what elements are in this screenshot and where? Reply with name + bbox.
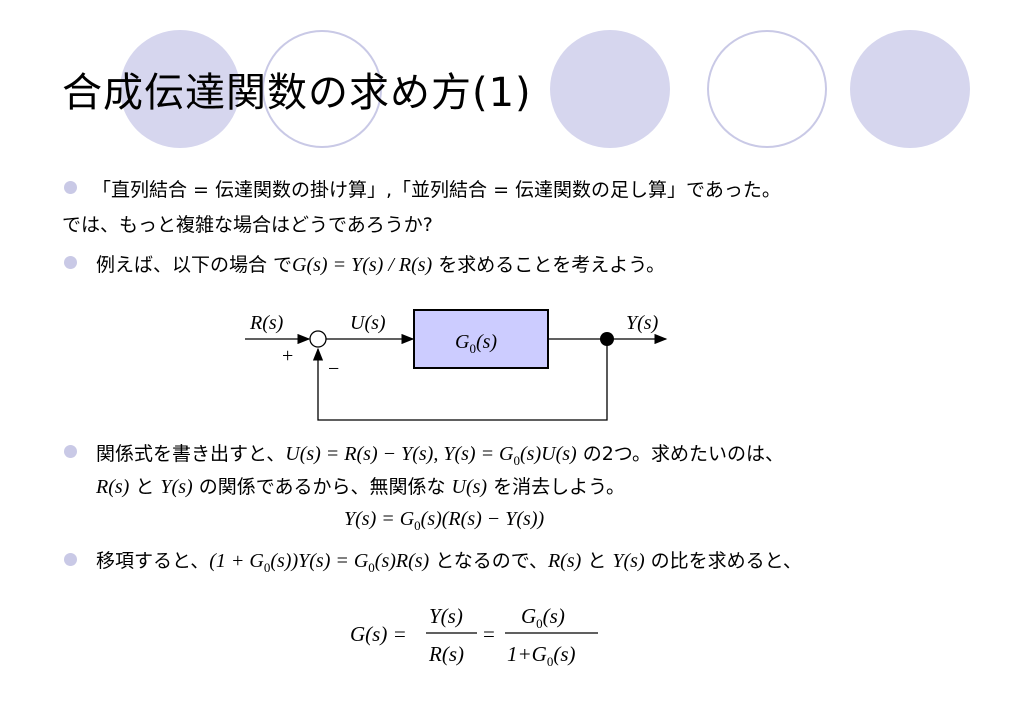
b3-l2-t2: の関係であるから、無関係な: [192, 476, 452, 498]
b4-m2: R(s): [547, 550, 582, 572]
input-label: R(s): [249, 312, 284, 334]
block-label-tail: (s): [476, 331, 497, 353]
slide-title: 合成伝達関数の求め方(1): [62, 70, 532, 116]
bullet-dot-1: [64, 181, 77, 194]
b4-t1: となるので、: [429, 550, 548, 572]
decor-circle-1: [120, 30, 240, 148]
b4-m1sub2: 0: [368, 559, 375, 575]
b4-m3: Y(s): [612, 550, 645, 572]
feedback-path: [312, 339, 608, 421]
b3-math1-sub: 0: [513, 452, 521, 468]
bullet-dot-2: [64, 256, 77, 269]
b3-math1-tail: (s)U(s): [520, 443, 577, 465]
b4-t2: と: [581, 550, 613, 572]
block-label-main: G: [455, 331, 470, 353]
decor-circle-5: [850, 30, 970, 148]
plus-sign: +: [282, 345, 293, 367]
b3-l2-m2: Y(s): [160, 476, 193, 498]
bullet-text-1: 「直列結合 = 伝達関数の掛け算」,「並列結合 = 伝達関数の足し算」であった。: [92, 179, 781, 201]
b3-l2-t1: と: [129, 476, 161, 498]
b4-m1c: (s)R(s): [374, 550, 430, 572]
b3-l2-t3: を消去しよう。: [487, 476, 625, 498]
decor-circle-3: [550, 30, 670, 148]
bullet-text-3: 関係式を書き出すと、U(s) = R(s) − Y(s), Y(s) = G0(…: [96, 439, 784, 469]
eq1-sub: 0: [414, 518, 421, 533]
summing-junction: [309, 330, 327, 348]
bullet-text-2: 例えば、以下の場合 でG(s) = Y(s) / R(s) を求めることを考えよ…: [96, 250, 665, 277]
signal-label: U(s): [350, 312, 386, 334]
decor-circle-4: [707, 30, 827, 148]
b3-mid: の2つ。求めたいのは、: [576, 443, 785, 465]
b4-prefix: 移項すると、: [96, 550, 210, 572]
b3-prefix: 関係式を書き出すと、: [96, 443, 286, 465]
transfer-block: [413, 309, 549, 369]
decor-circle-2: [262, 30, 382, 148]
block-label-sub: 0: [469, 341, 476, 356]
b4-t3: の比を求めると、: [644, 550, 802, 572]
b3-l2-m3: U(s): [451, 476, 488, 498]
bullet-dot-4: [64, 553, 77, 566]
output-label: Y(s): [626, 312, 659, 334]
bullet2-prefix: 例えば、以下の場合 で: [96, 254, 293, 276]
b4-m1b: (s))Y(s) = G: [270, 550, 369, 572]
b4-m1a: (1 + G: [209, 550, 264, 572]
bullet-text-3-line-2: R(s) と Y(s) の関係であるから、無関係な U(s) を消去しよう。: [96, 472, 625, 499]
bullet2-math: G(s) = Y(s) / R(s): [292, 254, 433, 276]
bullet-text-4: 移項すると、(1 + G0(s))Y(s) = G0(s)R(s) となるので、…: [96, 546, 802, 576]
bullet-dot-3: [64, 445, 77, 458]
body-text-line-2: では、もっと複雑な場合はどうであろうか?: [62, 214, 433, 236]
eq1-a: Y(s) = G: [344, 508, 415, 530]
eq1-b: (s)(R(s) − Y(s)): [420, 508, 545, 530]
minus-sign: −: [328, 358, 339, 380]
b4-m1sub: 0: [263, 559, 271, 575]
equation-1: Y(s) = G0(s)(R(s) − Y(s)): [344, 508, 544, 534]
bullet2-suffix: を求めることを考えよう。: [432, 254, 666, 276]
block-label: G0(s): [455, 331, 497, 356]
b3-l2-m1: R(s): [96, 476, 130, 498]
b3-math1: U(s) = R(s) − Y(s), Y(s) = G: [285, 443, 514, 465]
